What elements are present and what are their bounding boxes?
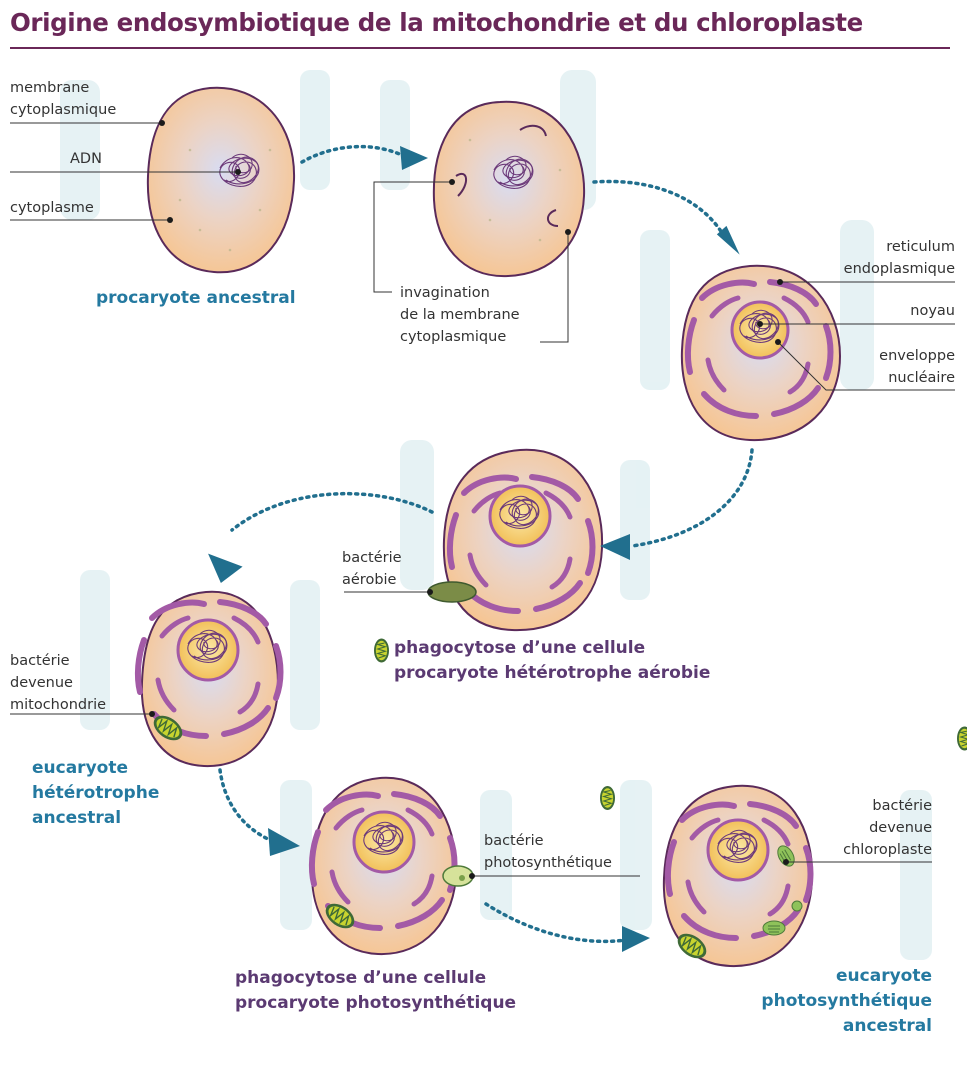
label-membrane: membrane cytoplasmique — [10, 80, 117, 118]
label-bacterie-photosynthetique: bactérie photosynthétique — [484, 833, 612, 871]
background-shapes — [60, 70, 932, 960]
cell-noyau — [680, 264, 842, 442]
cell-invagination — [432, 100, 586, 278]
leader-dots — [149, 120, 789, 879]
label-adn: ADN — [70, 151, 102, 167]
label-bacterie-chloroplaste: bactérie devenue chloroplaste — [843, 798, 932, 858]
label-noyau: noyau — [910, 303, 955, 319]
arrow-4 — [230, 491, 434, 532]
stage-phagocytose-aerobie: phagocytose d’une cellule procaryote hét… — [394, 638, 711, 683]
arrow-2 — [592, 179, 726, 238]
cell-eucaryote-heterotrophe — [138, 590, 390, 768]
arrow-5 — [218, 768, 272, 842]
label-bacterie-mitochondrie: bactérie devenue mitochondrie — [10, 653, 107, 713]
cell-phagocytose-photosynthetique — [312, 776, 616, 956]
leader-lines — [10, 122, 955, 877]
arrow-6 — [484, 902, 628, 944]
stage-phagocytose-photosynthetique: phagocytose d’une cellule procaryote pho… — [235, 968, 517, 1013]
cell-eucaryote-photosynthetique — [662, 725, 967, 968]
page-title: Origine endosymbiotique de la mitochondr… — [10, 8, 863, 37]
process-arrows — [218, 144, 754, 944]
stage-eucaryote-photosynthetique: eucaryote photosynthétique ancestral — [761, 966, 932, 1036]
stage-eucaryote-heterotrophe: eucaryote hétérotrophe ancestral — [32, 758, 160, 828]
arrow-1 — [300, 144, 406, 164]
label-enveloppe: enveloppe nucléaire — [879, 348, 955, 386]
cell-phagocytose-aerobie — [427, 448, 604, 632]
label-cytoplasme: cytoplasme — [10, 200, 94, 216]
title-rule — [10, 47, 950, 49]
label-bacterie-aerobie: bactérie aérobie — [342, 550, 402, 588]
arrow-3 — [630, 448, 754, 548]
label-reticulum: reticulum endoplasmique — [843, 239, 955, 277]
arrow-heads — [208, 146, 740, 952]
label-invagination: invagination de la membrane cytoplasmiqu… — [400, 285, 520, 345]
cell-procaryote — [146, 86, 296, 274]
stage-procaryote-ancestral: procaryote ancestral — [96, 288, 296, 308]
